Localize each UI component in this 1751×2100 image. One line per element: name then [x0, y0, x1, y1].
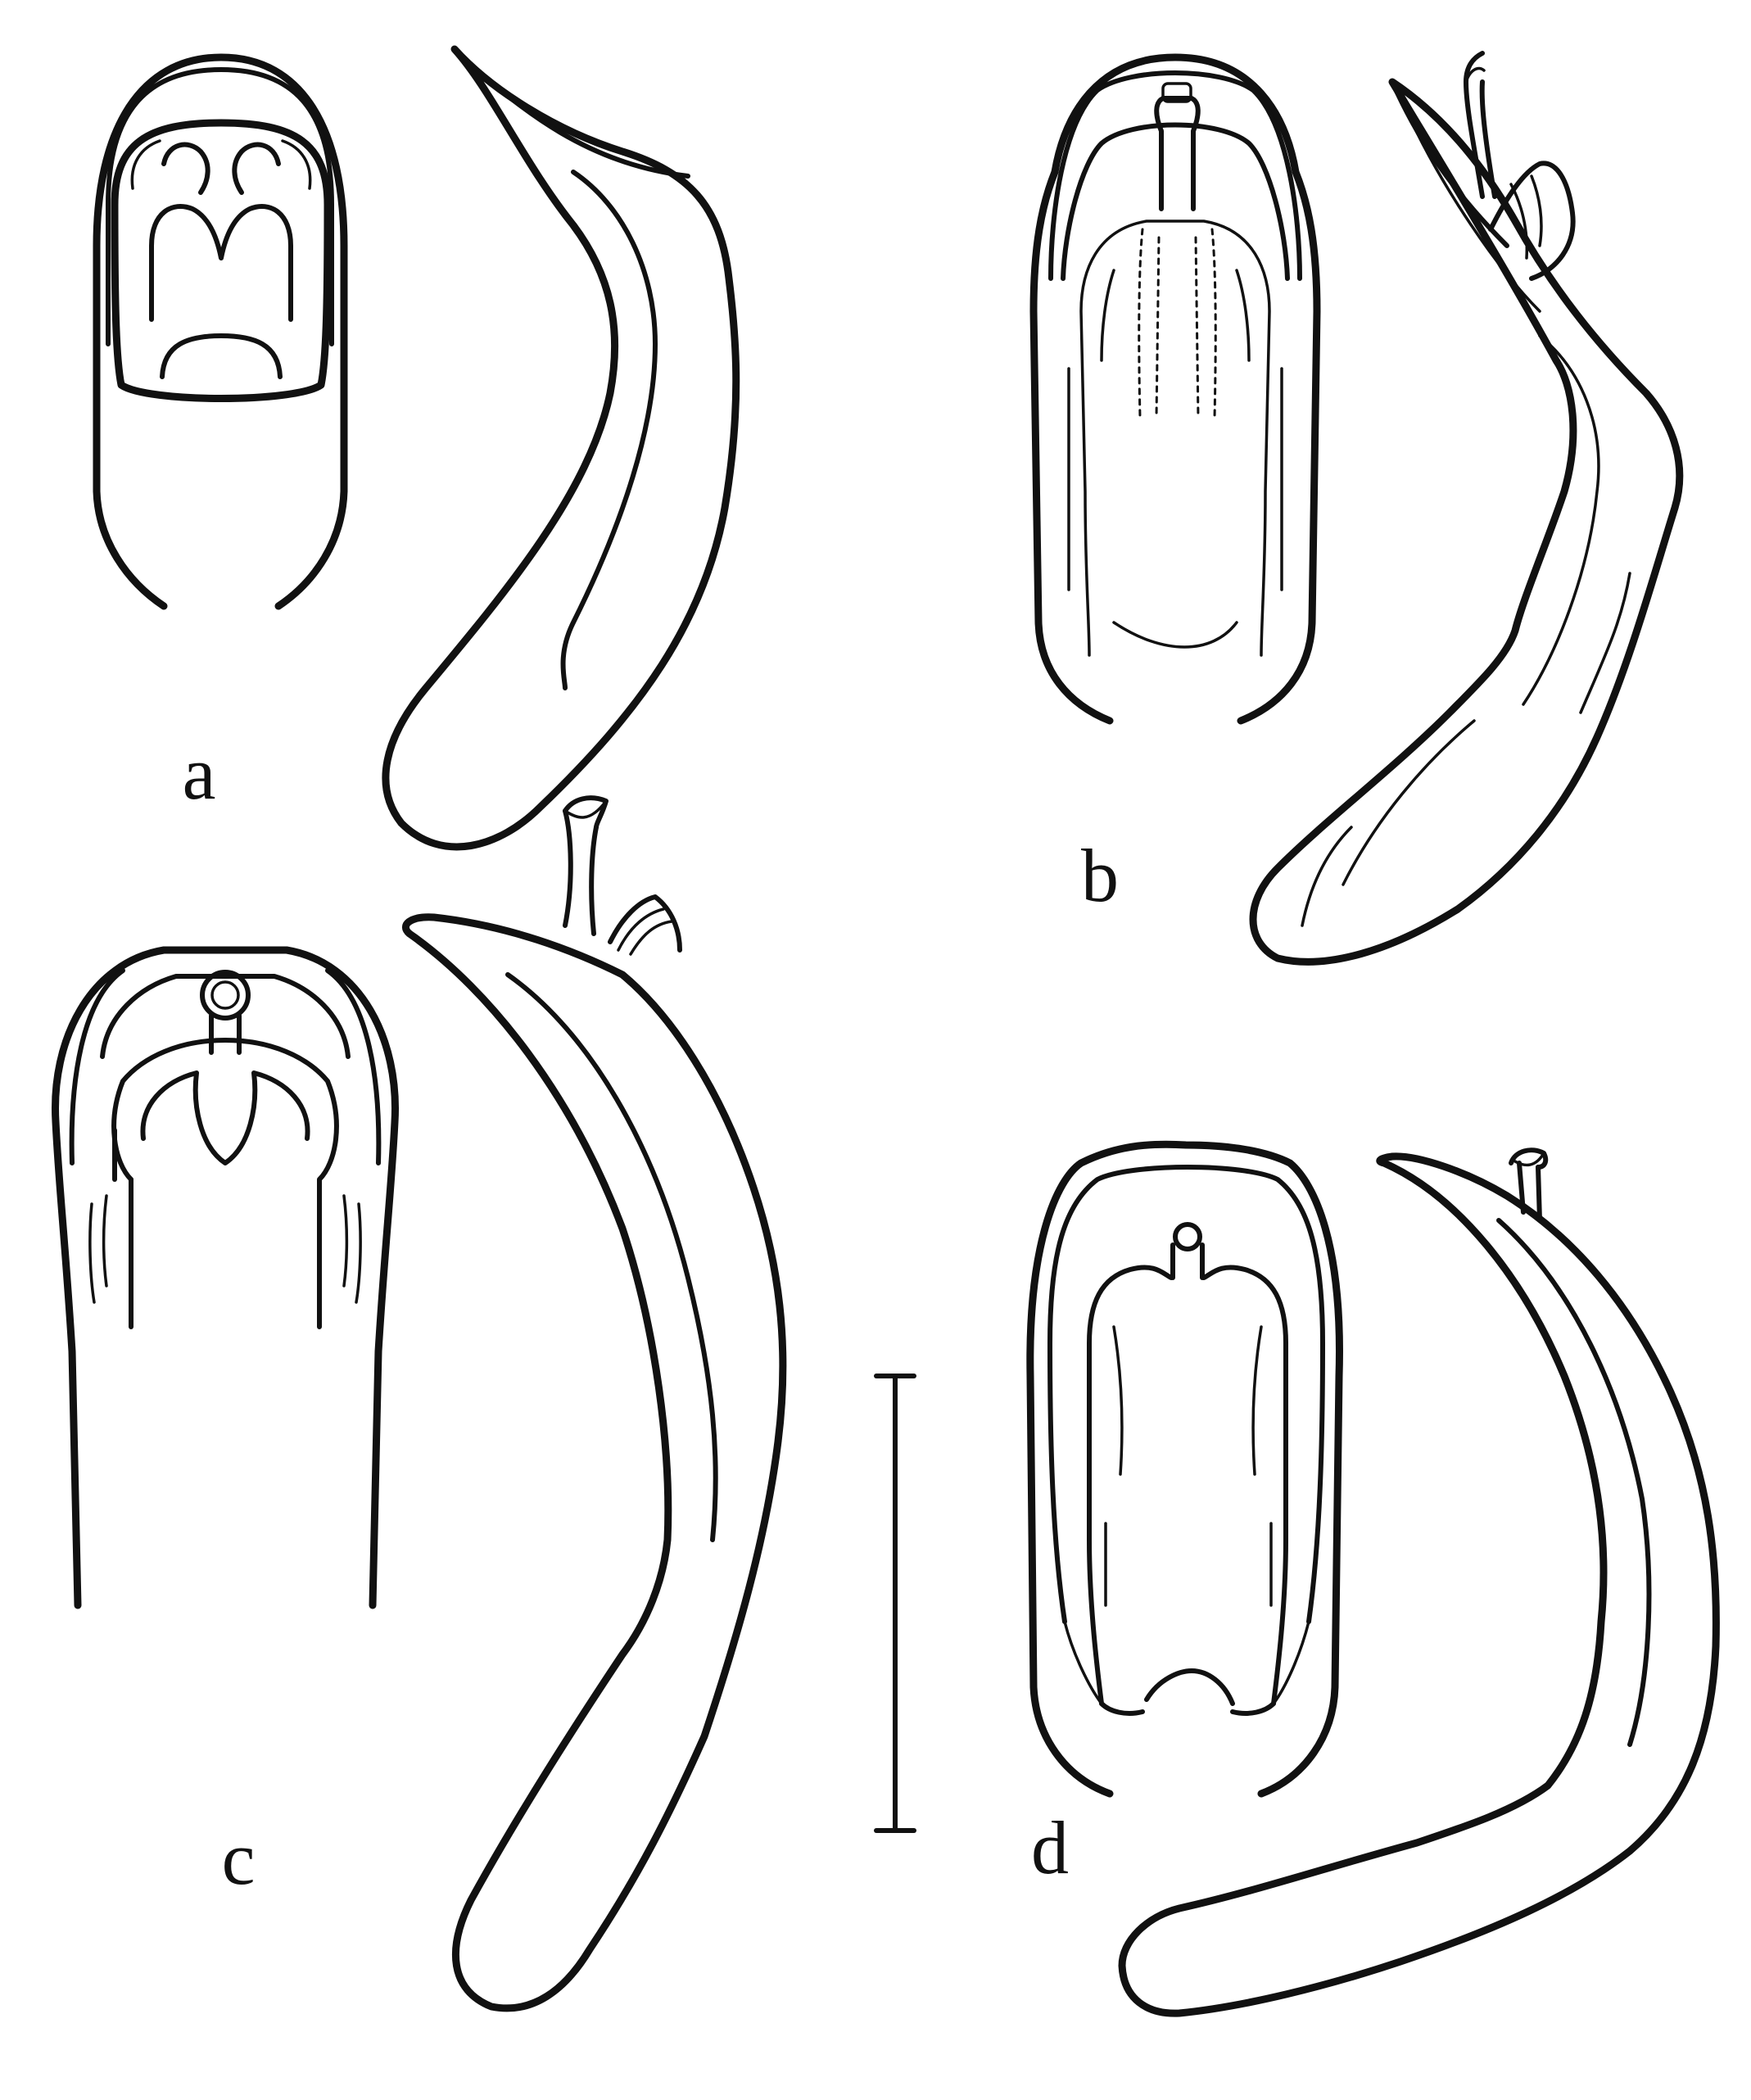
panel-b-lateral-view	[1249, 51, 1684, 966]
panel-d-lateral-view	[1118, 1147, 1720, 2017]
panel-d: d	[1026, 1140, 1720, 2017]
panel-a-dorsal-view	[93, 53, 348, 610]
panel-c: c	[51, 795, 787, 2012]
panel-label-c: c	[222, 1817, 256, 1900]
scale-bar	[874, 1374, 916, 1833]
panel-label-b: b	[1081, 834, 1119, 917]
panel-a-lateral-view	[382, 45, 740, 851]
panel-a: a	[93, 45, 740, 851]
panel-b-dorsal-view	[1029, 53, 1321, 725]
panel-c-lateral-view	[402, 795, 787, 2012]
panel-label-d: d	[1031, 1806, 1069, 1890]
panel-c-dorsal-view	[51, 946, 400, 1609]
panel-label-a: a	[183, 731, 216, 815]
panel-d-dorsal-view	[1026, 1140, 1343, 1798]
panel-b: b	[1029, 51, 1684, 966]
